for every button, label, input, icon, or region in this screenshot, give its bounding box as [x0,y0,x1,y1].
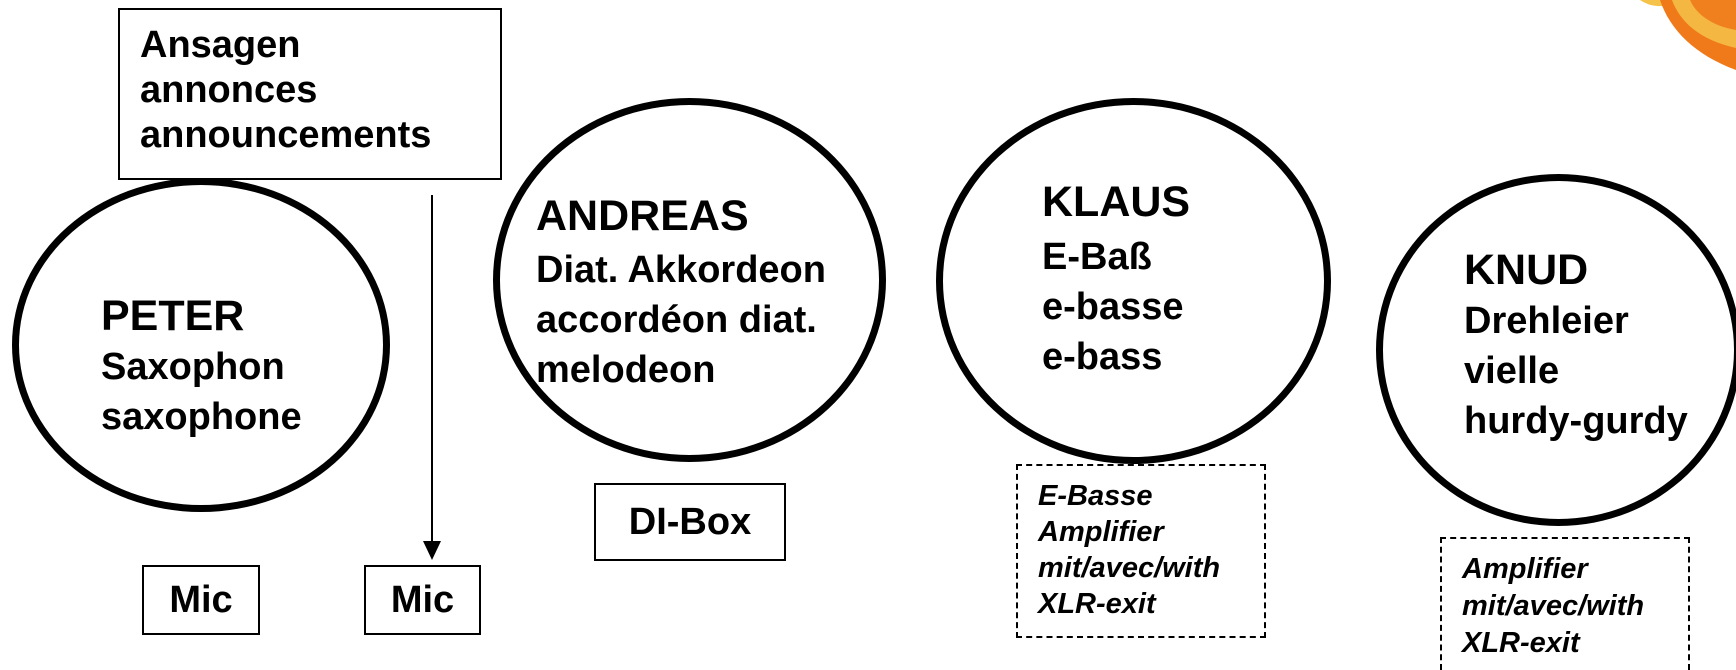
musician-name: KLAUS [1042,178,1191,226]
instrument-en: melodeon [536,349,716,391]
klaus-amplifier-note: E-Basse Amplifier mit/avec/with XLR-exit [1016,464,1266,638]
instrument-en: hurdy-gurdy [1464,400,1688,442]
di-box: DI-Box [594,483,786,561]
announcements-label-de: Ansagen [140,24,301,66]
musician-peter: PETER Saxophon saxophone [12,178,390,512]
musician-name: ANDREAS [536,192,749,240]
arrow-head [423,541,441,560]
instrument-fr: accordéon diat. [536,299,817,341]
musician-andreas: ANDREAS Diat. Akkordeon accordéon diat. … [493,98,886,462]
knud-amplifier-note: Amplifier mit/avec/with XLR-exit [1440,537,1690,670]
note-line: E-Basse [1038,480,1153,512]
instrument-de: Saxophon [101,346,285,388]
announcements-label-fr: annonces [140,69,318,111]
note-line: Amplifier [1462,553,1588,585]
musician-name: PETER [101,292,245,340]
instrument-de: E-Baß [1042,236,1152,278]
announcements-box: Ansagen annonces announcements [118,8,502,180]
note-line: XLR-exit [1462,627,1580,659]
note-line: XLR-exit [1038,588,1156,620]
mic-box-announcements: Mic [364,565,481,635]
instrument-fr: e-basse [1042,286,1184,328]
instrument-de: Drehleier [1464,300,1629,342]
instrument-fr: vielle [1464,350,1560,392]
musician-klaus: KLAUS E-Baß e-basse e-bass [936,98,1331,464]
instrument-fr: saxophone [101,396,302,438]
instrument-de: Diat. Akkordeon [536,249,826,291]
note-line: mit/avec/with [1462,590,1645,622]
note-line: mit/avec/with [1038,552,1221,584]
musician-name: KNUD [1464,246,1589,294]
musician-knud: KNUD Drehleier vielle hurdy-gurdy [1376,174,1736,526]
note-line: Amplifier [1038,516,1164,548]
announcements-label-en: announcements [140,114,432,156]
orange-flame-icon [1640,0,1736,70]
instrument-en: e-bass [1042,336,1163,378]
mic-box-peter: Mic [142,565,260,635]
